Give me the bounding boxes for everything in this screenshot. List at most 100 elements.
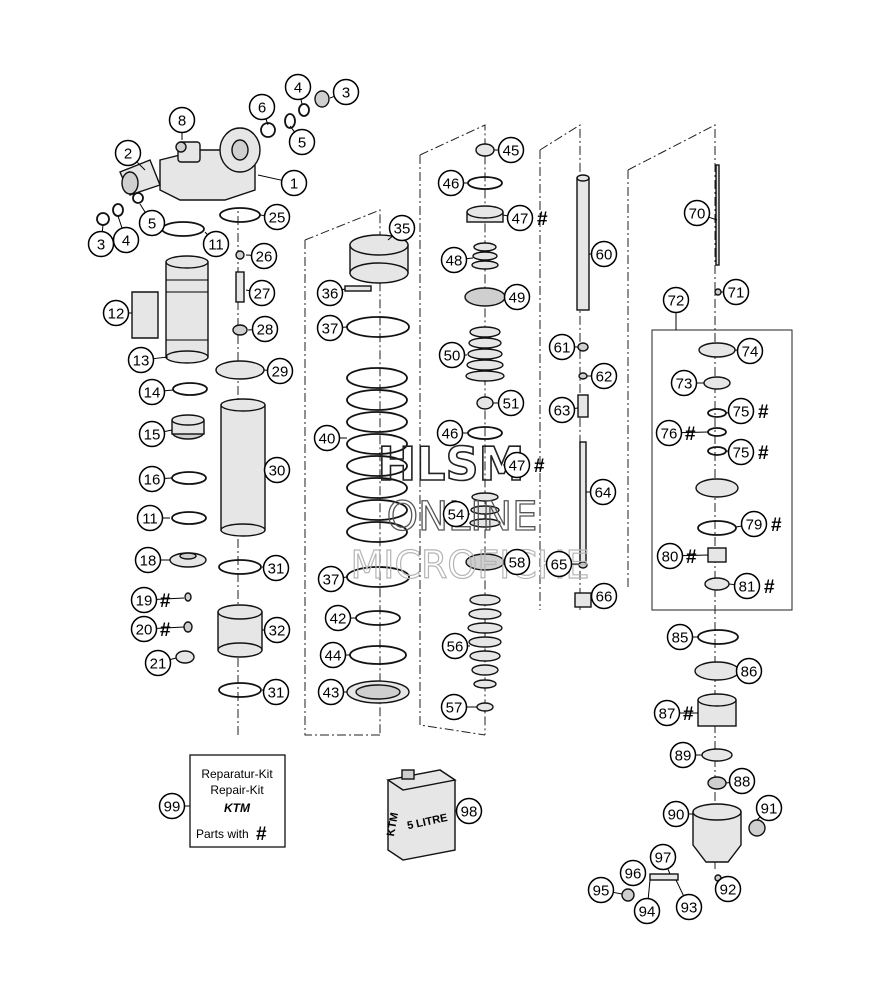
repair-kit-hash: #: [771, 515, 782, 536]
callout-number: 48: [446, 253, 463, 270]
callout-27: 27: [245, 279, 276, 307]
callout-number: 40: [319, 431, 336, 448]
callout-number: 99: [164, 799, 181, 816]
callout-circle: [263, 616, 291, 644]
callout-number: 5: [148, 216, 156, 233]
callout-number: 36: [322, 286, 339, 303]
callout-leader: [170, 657, 177, 661]
callout-58: 58: [503, 548, 531, 576]
callout-circle: [728, 767, 756, 795]
callout-leader: [117, 215, 123, 228]
sub-assembly-72-box: [651, 329, 793, 611]
shim-stack-column: [464, 143, 506, 712]
callout-circle: [263, 203, 291, 231]
callout-12: 12: [102, 299, 132, 327]
callout-15: 15: [138, 420, 173, 448]
callout-number: 70: [689, 206, 706, 223]
callout-42: 42: [324, 604, 356, 632]
callout-5: 5: [138, 203, 166, 237]
callout-circle: [649, 843, 677, 871]
callout-number: 51: [503, 396, 520, 413]
callout-number: 3: [97, 237, 105, 254]
callout-51: 51: [493, 389, 525, 417]
oil-can-side-label: KTM: [385, 812, 401, 838]
callout-1: 1: [257, 169, 308, 197]
callout-number: 94: [639, 904, 656, 921]
callout-circle: [102, 299, 130, 327]
callout-leader: [667, 868, 671, 875]
callout-number: 81: [739, 579, 756, 596]
callout-72: 72: [662, 286, 690, 330]
repair-kit-hash: #: [686, 547, 697, 568]
callout-89: 89: [669, 741, 702, 769]
callout-25: 25: [259, 203, 291, 231]
callout-75: 75#: [725, 438, 769, 466]
callout-circle: [441, 632, 469, 660]
callout-circle: [735, 657, 763, 685]
callout-number: 71: [728, 285, 745, 302]
callout-circle: [284, 73, 312, 101]
callout-number: 11: [208, 237, 224, 254]
callout-35: 35: [387, 214, 416, 242]
callout-18: 18: [134, 546, 170, 574]
callout-circle: [114, 139, 142, 167]
callout-leader: [647, 879, 651, 899]
callout-leader: [245, 289, 250, 292]
callout-circle: [266, 357, 294, 385]
callout-circle: [324, 604, 352, 632]
callout-number: 86: [741, 664, 758, 681]
callout-circle: [590, 240, 618, 268]
callout-leader: [139, 203, 146, 213]
callout-leader: [613, 891, 623, 895]
callout-leader: [682, 554, 709, 557]
callout-circle: [437, 169, 465, 197]
callout-number: 30: [269, 463, 286, 480]
callout-49: 49: [503, 283, 531, 311]
callout-circle: [548, 396, 576, 424]
callout-number: 47: [509, 458, 526, 475]
callout-circle: [134, 546, 162, 574]
callout-48: 48: [440, 246, 474, 274]
callout-circle: [138, 420, 166, 448]
callout-leader: [289, 125, 295, 132]
repair-kit-hash: #: [537, 209, 548, 230]
callout-circle: [590, 582, 618, 610]
callout-layer: 1233445568111112131415161819#20#21252627…: [87, 73, 783, 925]
callout-circle: [619, 859, 647, 887]
callout-circle: [202, 230, 230, 258]
callout-circle: [136, 504, 164, 532]
callout-number: 98: [461, 804, 478, 821]
callout-47: 47#: [502, 204, 548, 232]
callout-19: 19#: [130, 586, 185, 614]
repair-kit-hash: #: [758, 402, 769, 423]
callout-circle: [127, 346, 155, 374]
callout-number: 96: [625, 866, 642, 883]
callout-95: 95: [587, 876, 623, 904]
callout-circle: [503, 451, 531, 479]
callout-number: 95: [593, 883, 610, 900]
callout-circle: [248, 279, 276, 307]
callout-3: 3: [87, 224, 115, 258]
repair-kit-hash-symbol: #: [256, 824, 267, 845]
callout-92: 92: [714, 875, 742, 903]
callout-90: 90: [662, 800, 693, 828]
callout-leader: [101, 224, 104, 232]
callout-62: 62: [587, 362, 618, 390]
callout-66: 66: [590, 582, 618, 610]
callout-circle: [316, 279, 344, 307]
callout-leader: [342, 288, 346, 291]
repair-kit-hash: #: [160, 591, 171, 612]
callout-leader: [204, 231, 208, 235]
callout-94: 94: [633, 879, 661, 925]
callout-number: 14: [144, 385, 161, 402]
callout-70: 70: [683, 199, 718, 227]
callout-number: 50: [444, 348, 461, 365]
callout-97: 97: [649, 843, 677, 875]
callout-number: 20: [136, 622, 153, 639]
repair-kit-parts-with: Parts with: [196, 827, 249, 841]
callout-64: 64: [586, 478, 617, 506]
callout-leader: [265, 119, 269, 126]
callout-2: 2: [114, 139, 146, 171]
callout-number: 42: [330, 611, 347, 628]
callout-88: 88: [725, 767, 756, 795]
